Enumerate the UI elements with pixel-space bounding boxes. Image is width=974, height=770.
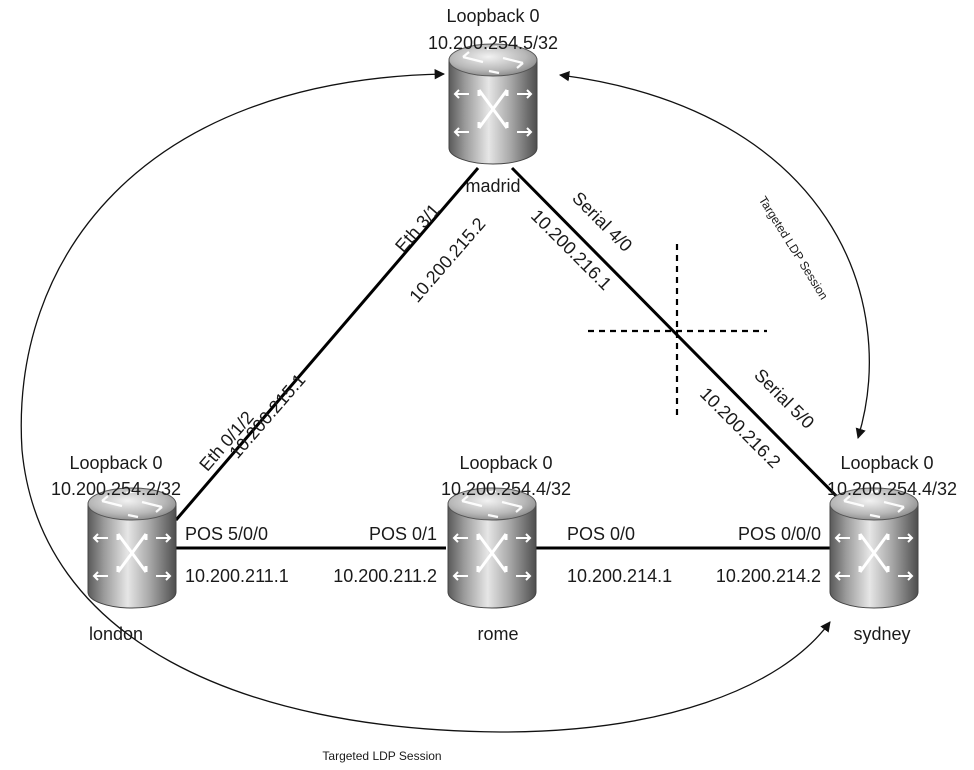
sydney-name: sydney — [853, 624, 910, 644]
sydney-serial-interface: Serial 5/0 — [750, 365, 818, 433]
london-pos-ip: 10.200.211.1 — [185, 566, 289, 586]
rome-pos-west-interface: POS 0/1 — [369, 524, 437, 544]
sydney-pos-interface: POS 0/0/0 — [738, 524, 821, 544]
ldp-session-madrid-sydney-label: Targeted LDP Session — [756, 194, 831, 302]
rome-name: rome — [477, 624, 518, 644]
router-madrid-icon — [447, 42, 539, 166]
london-loopback-label: Loopback 0 — [69, 453, 162, 473]
router-london-icon — [86, 486, 178, 610]
london-pos-interface: POS 5/0/0 — [185, 524, 268, 544]
rome-loopback-label: Loopback 0 — [459, 453, 552, 473]
link-london-madrid — [174, 167, 480, 521]
rome-pos-east-ip: 10.200.214.1 — [567, 566, 672, 586]
madrid-loopback-label: Loopback 0 — [446, 6, 539, 26]
ldp-session-madrid-sydney-arc — [558, 71, 870, 439]
london-name: london — [89, 624, 143, 644]
link-madrid-sydney — [510, 166, 862, 522]
router-sydney-icon — [828, 486, 920, 610]
sydney-loopback-label: Loopback 0 — [840, 453, 933, 473]
rome-pos-east-interface: POS 0/0 — [567, 524, 635, 544]
rome-loopback-address: 10.200.254.4/32 — [441, 479, 571, 499]
madrid-eth-interface: Eth 3/1 — [391, 200, 444, 256]
sydney-pos-ip: 10.200.214.2 — [716, 566, 821, 586]
ldp-session-london-sydney-label: Targeted LDP Session — [322, 749, 441, 763]
london-loopback-address: 10.200.254.2/32 — [51, 479, 181, 499]
router-rome-icon — [446, 486, 538, 610]
ldp-session-london-sydney-arc — [20, 68, 831, 733]
madrid-loopback-address: 10.200.254.5/32 — [428, 33, 558, 53]
rome-pos-west-ip: 10.200.211.2 — [333, 566, 437, 586]
madrid-name: madrid — [465, 176, 520, 196]
sydney-loopback-address: 10.200.254.4/32 — [827, 479, 957, 499]
